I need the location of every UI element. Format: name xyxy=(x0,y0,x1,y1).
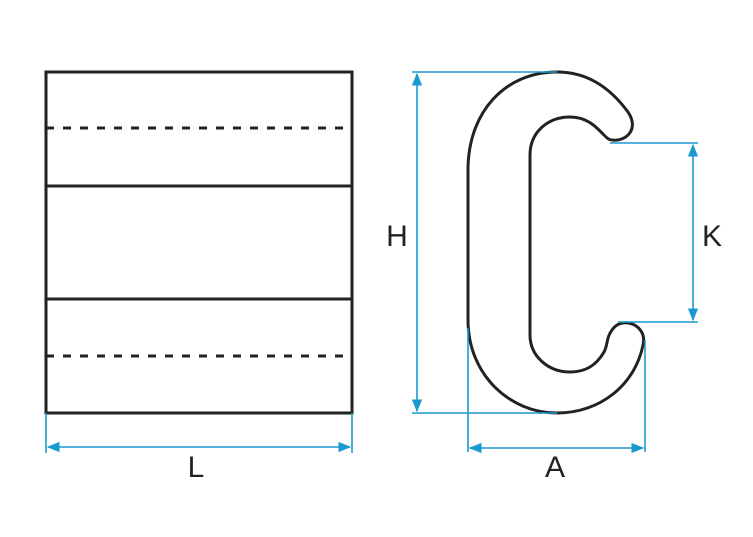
label-H: H xyxy=(386,220,408,253)
side-view xyxy=(44,70,354,415)
label-K: K xyxy=(701,220,723,253)
label-A: A xyxy=(544,451,566,484)
label-L: L xyxy=(187,451,205,484)
c-profile xyxy=(466,70,646,415)
side-view-outline xyxy=(44,70,354,415)
dimension-lines xyxy=(45,71,699,454)
